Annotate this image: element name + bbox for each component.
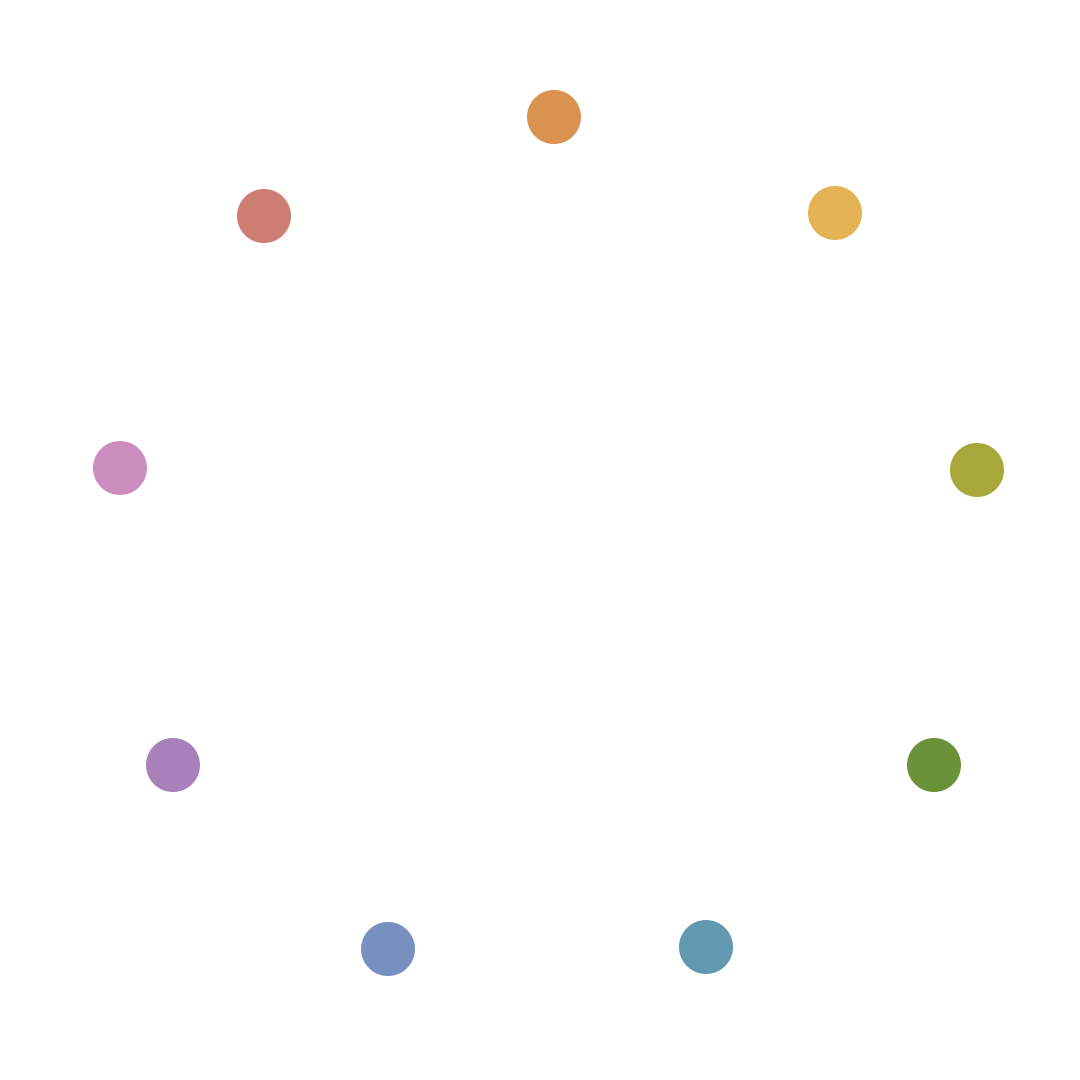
dot-orange	[527, 90, 581, 144]
dot-blue	[361, 922, 415, 976]
dot-purple	[146, 738, 200, 792]
dot-green	[907, 738, 961, 792]
dot-teal	[679, 920, 733, 974]
dot-red	[237, 189, 291, 243]
dot-yellow	[808, 186, 862, 240]
dot-olive	[950, 443, 1004, 497]
dot-pink	[93, 441, 147, 495]
